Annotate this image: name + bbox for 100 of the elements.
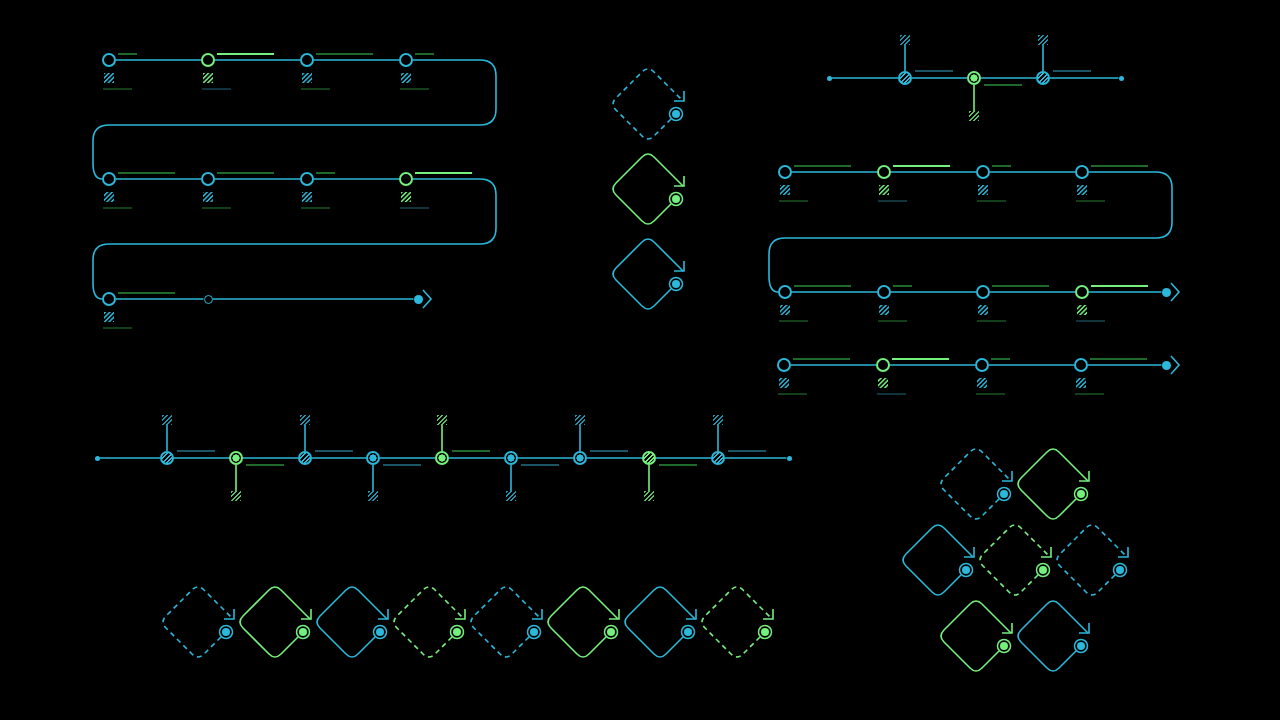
- winding-timeline-line: [92, 178, 497, 300]
- timeline-line: [579, 424, 581, 452]
- timeline-node: [102, 53, 116, 67]
- end-dot: [786, 455, 792, 461]
- timeline-line: [1088, 291, 1163, 293]
- timeline-line: [1087, 364, 1163, 366]
- end-dot: [1161, 287, 1171, 297]
- hatched-timeline-node: [160, 451, 174, 465]
- timeline-line: [173, 457, 230, 459]
- timeline-line: [889, 364, 976, 366]
- timeline-line: [441, 424, 443, 452]
- timeline-line: [890, 291, 977, 293]
- timeline-line: [311, 457, 367, 459]
- timeline-line: [448, 457, 505, 459]
- timeline-node: [877, 165, 891, 179]
- timeline-node: [778, 165, 792, 179]
- hatched-timeline-node: [642, 451, 656, 465]
- timeline-line: [304, 424, 306, 452]
- timeline-node: [201, 172, 215, 186]
- timeline-line: [989, 171, 1076, 173]
- hatched-marker: [231, 491, 241, 501]
- timeline-line: [214, 59, 301, 61]
- timeline-line: [717, 424, 719, 452]
- timeline-node: [102, 172, 116, 186]
- timeline-node: [975, 358, 989, 372]
- timeline-line: [115, 59, 202, 61]
- hatched-marker: [1038, 35, 1048, 45]
- hatched-marker: [713, 415, 723, 425]
- timeline-node: [201, 53, 215, 67]
- timeline-node: [976, 285, 990, 299]
- timeline-node: [777, 358, 791, 372]
- timeline-line: [115, 178, 202, 180]
- timeline-node: [1075, 285, 1089, 299]
- timeline-line: [372, 464, 374, 492]
- timeline-line: [830, 77, 899, 79]
- hatched-timeline-node: [711, 451, 725, 465]
- timeline-line: [586, 457, 643, 459]
- timeline-node: [877, 285, 891, 299]
- timeline-line: [1042, 44, 1044, 72]
- timeline-line: [313, 59, 400, 61]
- hatched-marker: [969, 111, 979, 121]
- end-dot: [1118, 75, 1124, 81]
- timeline-line: [911, 77, 968, 79]
- timeline-line: [980, 77, 1037, 79]
- timeline-node: [573, 451, 587, 465]
- timeline-line: [166, 424, 168, 452]
- hatched-timeline-node: [1036, 71, 1050, 85]
- timeline-line: [115, 298, 205, 300]
- timeline-line: [313, 178, 400, 180]
- timeline-line: [973, 84, 975, 112]
- timeline-line: [214, 178, 301, 180]
- winding-timeline-line: [92, 59, 497, 180]
- timeline-node: [102, 292, 116, 306]
- timeline-node: [778, 285, 792, 299]
- timeline-node: [967, 71, 981, 85]
- timeline-node: [876, 358, 890, 372]
- timeline-line: [890, 171, 977, 173]
- hatched-marker: [506, 491, 516, 501]
- timeline-node: [300, 172, 314, 186]
- timeline-node: [504, 451, 518, 465]
- end-dot: [1161, 360, 1171, 370]
- hatched-timeline-node: [298, 451, 312, 465]
- timeline-node: [399, 172, 413, 186]
- timeline-line: [791, 171, 878, 173]
- winding-timeline-line: [768, 171, 1173, 293]
- timeline-node: [976, 165, 990, 179]
- timeline-line: [379, 457, 436, 459]
- timeline-line: [988, 364, 1075, 366]
- end-dot: [826, 75, 832, 81]
- timeline-line: [242, 457, 299, 459]
- timeline-line: [1049, 77, 1120, 79]
- timeline-node: [300, 53, 314, 67]
- timeline-node: [435, 451, 449, 465]
- timeline-line: [790, 364, 877, 366]
- end-dot: [413, 294, 423, 304]
- timeline-line: [98, 457, 161, 459]
- end-dot: [94, 455, 100, 461]
- hatched-marker: [575, 415, 585, 425]
- hatched-timeline-node: [898, 71, 912, 85]
- timeline-node: [1075, 165, 1089, 179]
- timeline-node: [366, 451, 380, 465]
- timeline-line: [904, 44, 906, 72]
- timeline-line: [648, 464, 650, 492]
- timeline-line: [517, 457, 574, 459]
- timeline-node: [1074, 358, 1088, 372]
- hatched-marker: [644, 491, 654, 501]
- timeline-node: [229, 451, 243, 465]
- timeline-line: [510, 464, 512, 492]
- timeline-line: [235, 464, 237, 492]
- hatched-marker: [368, 491, 378, 501]
- hatched-marker: [300, 415, 310, 425]
- hatched-marker: [437, 415, 447, 425]
- timeline-node: [399, 53, 413, 67]
- timeline-line: [989, 291, 1076, 293]
- timeline-line: [791, 291, 878, 293]
- timeline-line: [655, 457, 712, 459]
- timeline-line: [724, 457, 788, 459]
- hatched-marker: [900, 35, 910, 45]
- small-timeline-node: [203, 294, 213, 304]
- hatched-marker: [162, 415, 172, 425]
